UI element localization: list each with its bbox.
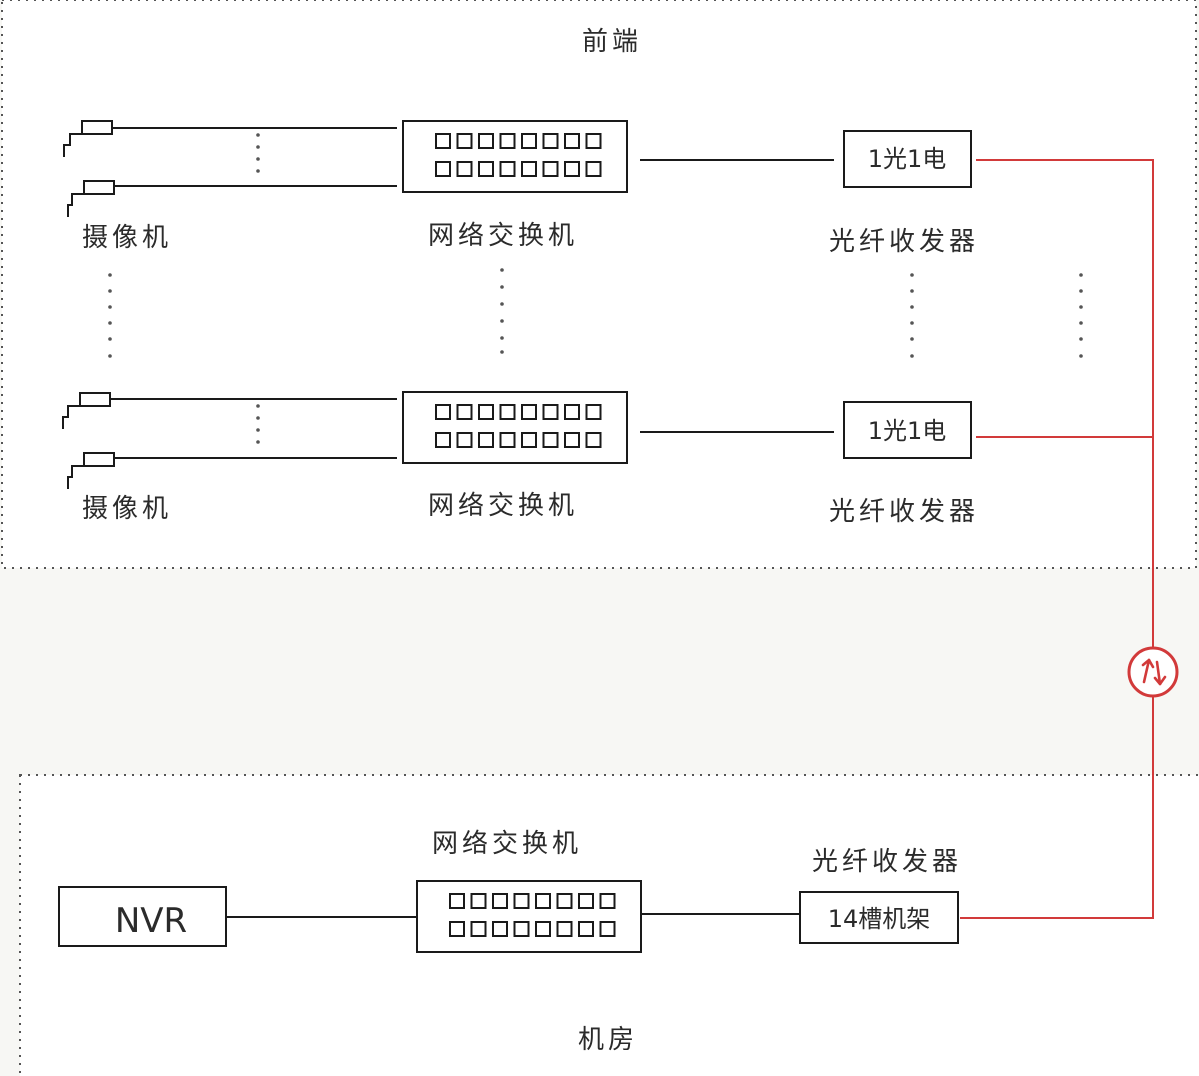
ellipsis-dots	[256, 404, 260, 444]
switch-port	[435, 161, 451, 177]
switch-port	[521, 404, 537, 420]
fiber-link-icon	[1127, 646, 1179, 698]
transceiver-box-label: 1光1电	[868, 417, 947, 445]
switch-port	[599, 893, 616, 909]
switch-port	[599, 921, 616, 937]
switch-port	[585, 161, 602, 177]
fiber-link	[960, 159, 1154, 919]
camera-label: 摄像机	[82, 494, 172, 524]
switch-port	[542, 432, 559, 448]
switch-port	[492, 893, 508, 909]
machine-room-zone-title: 机房	[578, 1025, 638, 1055]
switch-port	[513, 921, 530, 937]
transceiver-label: 光纤收发器	[829, 227, 979, 257]
switch-port	[585, 133, 602, 149]
switch-port	[492, 921, 508, 937]
switch-port-grid-icon	[435, 404, 602, 448]
switch-port	[521, 432, 537, 448]
switch-port	[470, 893, 487, 909]
switch-label: 网络交换机	[432, 829, 582, 859]
camera-label: 摄像机	[82, 223, 172, 253]
switch-port	[564, 404, 580, 420]
switch-port	[449, 921, 465, 937]
ellipsis-dots	[910, 273, 914, 358]
camera-icon	[67, 452, 115, 489]
front-end-zone	[1, 0, 1197, 569]
switch-port	[564, 161, 580, 177]
front-end-zone-title: 前端	[582, 27, 642, 57]
ellipsis-dots	[500, 268, 504, 354]
switch-port	[542, 161, 559, 177]
network-switch	[402, 120, 628, 193]
switch-port	[556, 921, 573, 937]
switch-port	[585, 432, 602, 448]
switch-port	[499, 133, 516, 149]
switch-port	[456, 161, 473, 177]
network-switch	[416, 880, 642, 953]
switch-port	[456, 404, 473, 420]
ellipsis-dots	[1079, 273, 1083, 358]
switch-port	[478, 432, 494, 448]
switch-port	[435, 133, 451, 149]
switch-label: 网络交换机	[428, 491, 578, 521]
fiber-transceiver-box	[843, 401, 972, 459]
transceiver-label: 光纤收发器	[829, 497, 979, 527]
switch-port	[521, 161, 537, 177]
switch-port	[470, 921, 487, 937]
camera-icon	[67, 180, 115, 217]
switch-port	[564, 432, 580, 448]
nvr-label: NVR	[115, 901, 187, 941]
switch-port	[499, 404, 516, 420]
fiber-transceiver-box	[843, 130, 972, 188]
switch-port	[521, 133, 537, 149]
switch-port	[478, 133, 494, 149]
switch-port	[556, 893, 573, 909]
transceiver-box-label: 1光1电	[868, 145, 947, 173]
nvr-box	[58, 886, 227, 947]
switch-port	[478, 161, 494, 177]
transceiver-label: 光纤收发器	[812, 847, 962, 877]
switch-port	[542, 404, 559, 420]
switch-port	[456, 133, 473, 149]
switch-port	[564, 133, 580, 149]
switch-port	[499, 432, 516, 448]
network-switch	[402, 391, 628, 464]
transceiver-rack-box	[799, 891, 959, 944]
switch-port	[585, 404, 602, 420]
ellipsis-dots	[108, 273, 112, 358]
switch-port	[535, 893, 551, 909]
switch-port	[578, 893, 594, 909]
ellipsis-dots	[256, 133, 260, 173]
rack-label: 14槽机架	[828, 905, 931, 933]
switch-port	[478, 404, 494, 420]
switch-port	[542, 133, 559, 149]
switch-port	[435, 432, 451, 448]
switch-port	[435, 404, 451, 420]
switch-port-grid-icon	[449, 893, 616, 937]
switch-port-grid-icon	[435, 133, 602, 177]
switch-port	[578, 921, 594, 937]
switch-port	[535, 921, 551, 937]
switch-port	[456, 432, 473, 448]
switch-port	[513, 893, 530, 909]
switch-label: 网络交换机	[428, 221, 578, 251]
switch-port	[449, 893, 465, 909]
switch-port	[499, 161, 516, 177]
